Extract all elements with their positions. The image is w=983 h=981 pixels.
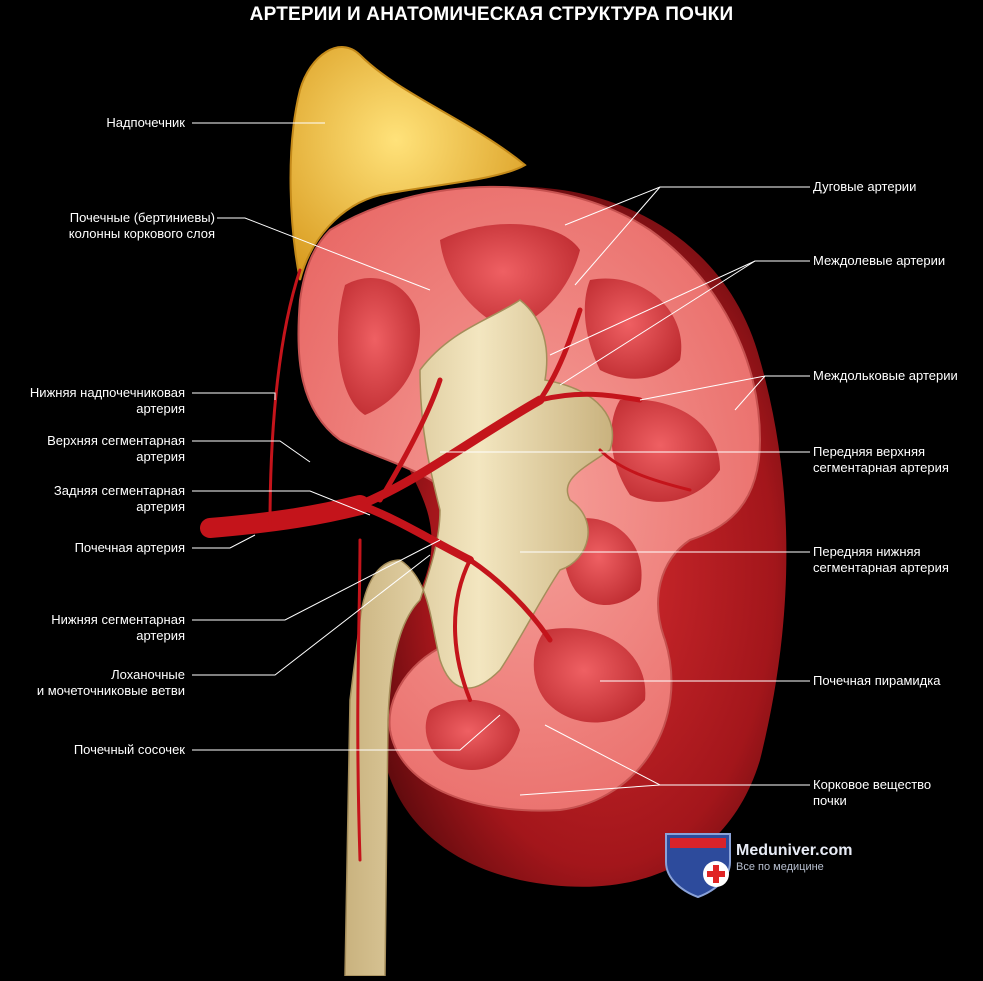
label-posterior-segmental-artery: Задняя сегментарная артерия (53, 483, 185, 514)
label-anterior-superior-segmental-artery: Передняя верхняя сегментарная артерия (813, 444, 949, 475)
adrenal-gland (289, 46, 527, 281)
label-interlobar-arteries: Междолевые артерии (813, 253, 946, 268)
renal-pyramid-6 (533, 628, 646, 723)
label-renal-papilla: Почечный сосочек (73, 742, 185, 757)
arterial-tree (200, 268, 692, 862)
label-inferior-adrenal-artery: Нижняя надпочечниковая артерия (29, 385, 185, 416)
label-renal-pyramid: Почечная пирамидка (813, 673, 941, 688)
renal-pyramid-7 (425, 699, 520, 770)
label-renal-artery: Почечная артерия (74, 540, 185, 555)
label-pelvic-ureteric-branches: Лоханочные и мочеточниковые ветви (36, 667, 185, 698)
watermark-name: Meduniver.com (736, 842, 853, 859)
label-renal-cortex: Корковое вещество почки (813, 777, 932, 808)
renal-pyramid-2 (440, 223, 580, 330)
label-renal-columns: Почечные (бертиниевы) колонны коркового … (68, 210, 215, 241)
renal-pyramid-4 (611, 399, 720, 502)
label-superior-segmental-artery: Верхняя сегментарная артерия (47, 433, 185, 464)
label-interlobular-arteries: Междольковые артерии (813, 368, 958, 383)
renal-pyramid-1 (337, 277, 420, 415)
watermark-tagline: Все по медицине (736, 861, 824, 873)
label-anterior-inferior-segmental-artery: Передняя нижняя сегментарная артерия (813, 544, 949, 575)
label-adrenal: Надпочечник (106, 115, 185, 130)
label-arcuate-arteries: Дуговые артерии (813, 179, 917, 194)
meduniver-logo (665, 833, 731, 899)
label-inferior-segmental-artery: Нижняя сегментарная артерия (51, 612, 185, 643)
diagram-title: АРТЕРИИ И АНАТОМИЧЕСКАЯ СТРУКТУРА ПОЧКИ (249, 4, 734, 25)
leader-lines (192, 122, 810, 796)
watermark[interactable]: Meduniver.com Все по медицине (736, 842, 852, 873)
renal-pelvis (344, 299, 614, 977)
